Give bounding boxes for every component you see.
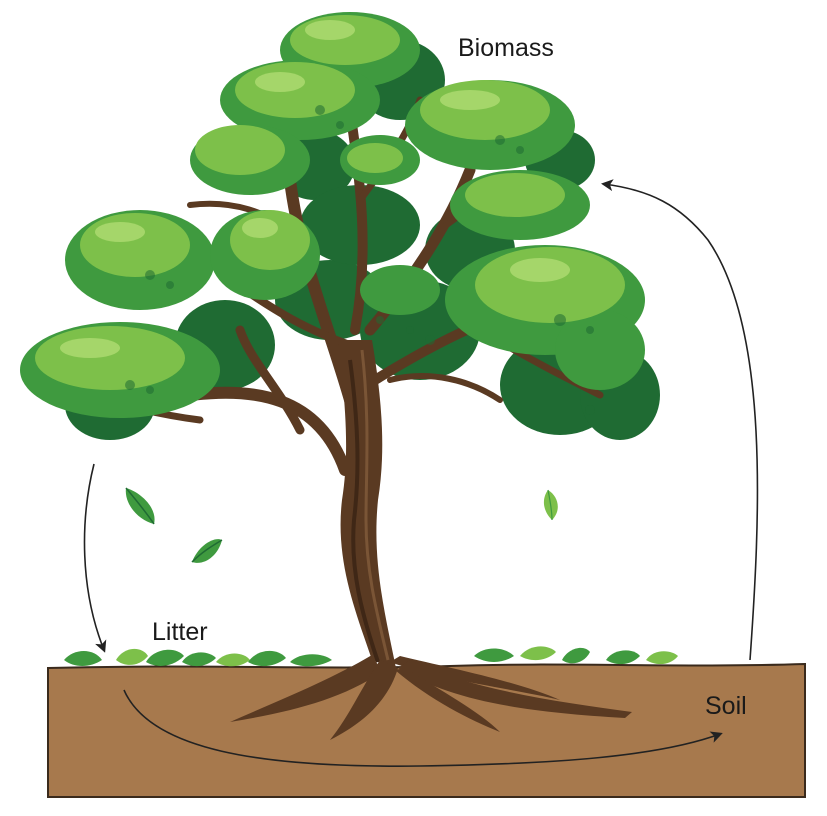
falling-leaf-icon <box>192 539 222 563</box>
litter-leaf-icon <box>520 646 556 660</box>
falling-leaf-icon <box>544 490 558 520</box>
litter-leaf-icon <box>216 654 250 667</box>
soil-label: Soil <box>705 694 747 719</box>
litter-leaf-icon <box>646 651 678 664</box>
litter-leaf-icon <box>182 652 216 666</box>
litter-leaf-icon <box>248 651 286 666</box>
litter-leaf-icon <box>116 649 148 665</box>
litter-leaf-icon <box>290 654 332 666</box>
litter-leaf-icon <box>64 651 102 666</box>
litter-leaf-icon <box>146 650 184 666</box>
litter-leaf-icon <box>606 650 640 664</box>
falling-leaf-icon <box>126 488 155 524</box>
biomass-label: Biomass <box>458 36 554 61</box>
arrow-biomass-to-litter <box>85 464 104 650</box>
litter-leaf-icon <box>562 648 590 663</box>
litter-label: Litter <box>152 620 208 645</box>
litter-leaf-icon <box>474 649 514 663</box>
